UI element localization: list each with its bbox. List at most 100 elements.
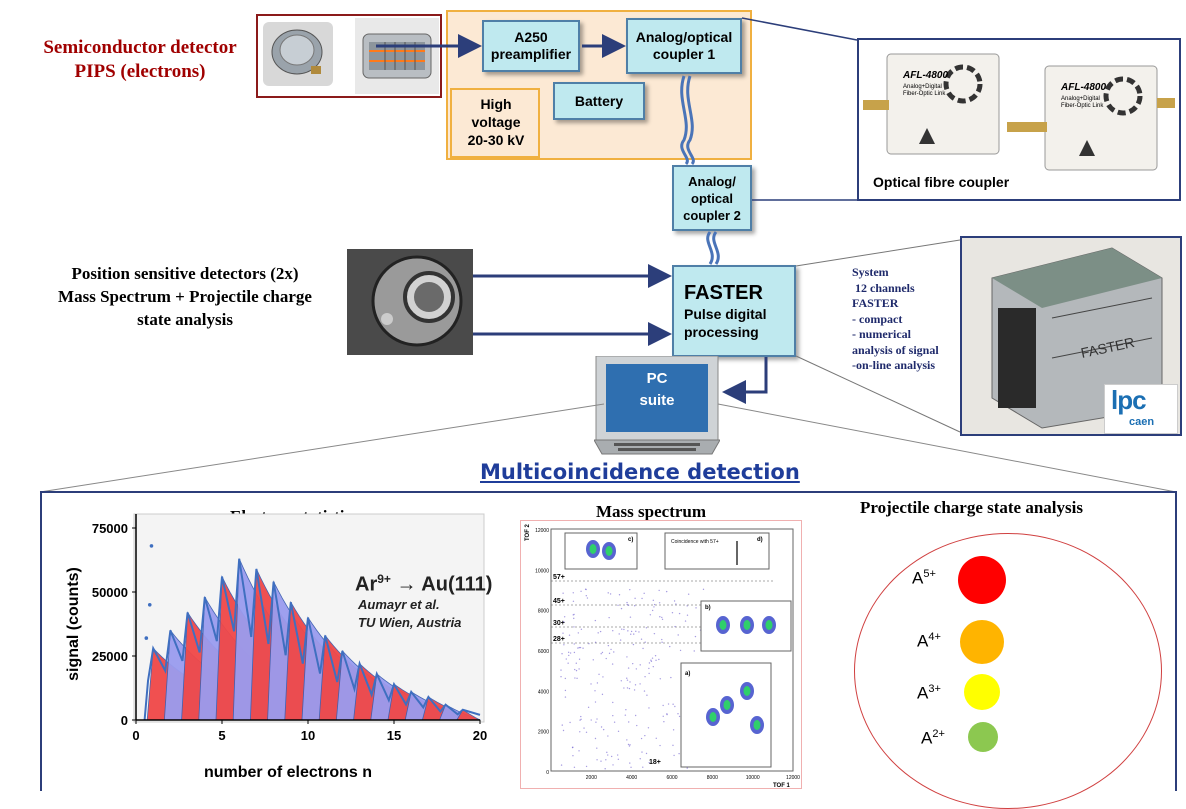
mass-scatter-point xyxy=(630,633,632,635)
fibre-cable xyxy=(680,75,689,166)
mass-scatter-point xyxy=(594,690,596,692)
mass-scatter-point xyxy=(585,731,588,733)
mass-scatter-point xyxy=(633,605,636,607)
mass-scatter-point xyxy=(639,664,641,666)
mass-scatter-point xyxy=(639,683,641,685)
mass-scatter-point xyxy=(573,617,575,620)
callout-line xyxy=(795,239,961,267)
semiconductor-line1: Semiconductor detector xyxy=(43,37,237,58)
mass-scatter-point xyxy=(645,627,648,629)
optical-coupler-frame: AFL-4800 AFL-4800 Analog+Digital Fiber-O… xyxy=(857,38,1181,201)
outlier-point xyxy=(144,636,149,640)
psd-line3: state analysis xyxy=(137,310,233,329)
x-tick-label: 10 xyxy=(301,728,315,743)
reference-label: Aumayr et al. TU Wien, Austria xyxy=(358,566,498,632)
mass-scatter-point xyxy=(643,690,646,692)
mass-scatter-point xyxy=(578,658,581,660)
mass-scatter-point xyxy=(640,638,643,640)
mass-scatter-point xyxy=(580,590,582,592)
mass-scatter-point xyxy=(686,605,688,607)
system-notes: System 12 channels FASTER - compact - nu… xyxy=(852,265,939,374)
callout-line xyxy=(717,403,1177,493)
mass-scatter-point xyxy=(585,595,588,597)
mass-scatter-point xyxy=(564,696,567,698)
mass-scatter-point xyxy=(658,658,660,661)
mass-scatter-point xyxy=(567,662,569,664)
x-tick-label: 0 xyxy=(132,728,139,743)
semiconductor-line2: PIPS (electrons) xyxy=(74,61,206,82)
mass-scatter-point xyxy=(627,667,630,669)
density-core xyxy=(753,720,761,730)
mass-scatter-point xyxy=(608,652,611,655)
mass-scatter-point xyxy=(563,644,565,646)
mass-scatter-point xyxy=(605,657,607,660)
mass-scatter-point xyxy=(568,634,571,636)
mass-scatter-point xyxy=(627,604,630,606)
inset-b-label: b) xyxy=(705,605,711,611)
mass-scatter-point xyxy=(641,751,643,753)
lpc-logo: lpc caen xyxy=(1104,384,1178,434)
mass-scatter-point xyxy=(601,693,604,696)
fibre-cable xyxy=(686,75,695,166)
mass-scatter-point xyxy=(561,724,563,726)
mass-scatter-point xyxy=(654,655,657,657)
mass-scatter-point xyxy=(625,708,627,711)
mass-scatter-point xyxy=(651,657,654,659)
mass-scatter-point xyxy=(650,659,652,661)
mass-scatter-point xyxy=(594,641,597,643)
mass-scatter-point xyxy=(678,612,681,615)
mass-scatter-point xyxy=(635,668,638,670)
mass-scatter-point xyxy=(613,721,616,723)
callout-line xyxy=(795,355,961,433)
mass-y-tick-label: 8000 xyxy=(538,609,549,615)
inset-c-frame xyxy=(564,532,638,570)
faster-box: FASTER Pulse digital processing xyxy=(672,265,796,357)
mass-scatter-point xyxy=(673,600,676,602)
mass-scatter-point xyxy=(607,754,609,756)
mass-x-tick-label: 12000 xyxy=(786,775,800,781)
mass-scatter-point xyxy=(629,616,632,618)
y-tick-label: 50000 xyxy=(92,585,128,600)
mass-scatter-point xyxy=(578,750,580,752)
charge-state-sup: 3+ xyxy=(928,683,941,695)
charge-state-dot xyxy=(968,722,998,752)
charge-state-label: A4+ xyxy=(917,631,941,652)
mass-scatter-point xyxy=(578,646,581,649)
pc-laptop: PC suite xyxy=(593,355,721,456)
mass-scatter-point xyxy=(642,766,644,768)
mass-scatter-point xyxy=(569,721,571,724)
mass-scatter-point xyxy=(617,604,619,606)
mass-scatter-point xyxy=(572,755,574,757)
mass-scatter-point xyxy=(562,632,564,634)
mass-scatter-point xyxy=(571,746,574,749)
mass-scatter-point xyxy=(626,687,629,689)
coupler2-box: Analog/ optical coupler 2 xyxy=(672,165,752,231)
mass-scatter-point xyxy=(659,744,661,747)
semiconductor-label: Semiconductor detector PIPS (electrons) xyxy=(20,36,260,84)
mass-scatter-point xyxy=(588,643,590,645)
mass-scatter-point xyxy=(597,632,599,634)
mass-scatter-point xyxy=(560,675,562,678)
mass-scatter-point xyxy=(652,599,655,602)
mass-scatter-point xyxy=(695,607,697,609)
mass-scatter-point xyxy=(619,639,622,641)
mass-scatter-point xyxy=(580,628,583,630)
mass-scatter-point xyxy=(634,714,637,717)
mass-scatter-point xyxy=(653,632,656,635)
mass-scatter-point xyxy=(623,687,625,689)
mass-scatter-point xyxy=(618,594,621,596)
charge-state-sup: 5+ xyxy=(923,568,936,580)
density-core xyxy=(723,700,731,710)
mass-y-axis-label: TOF 2 xyxy=(525,523,531,541)
mass-scatter-point xyxy=(572,592,574,594)
psd-photo xyxy=(347,249,473,355)
mass-scatter-point xyxy=(663,721,665,723)
multicoincidence-title: Multicoincidence detection xyxy=(480,460,800,484)
mass-scatter-point xyxy=(572,600,575,603)
mass-scatter-point xyxy=(610,755,613,758)
pc-label: PC suite xyxy=(639,370,675,409)
mass-scatter-point xyxy=(564,689,567,692)
mass-scatter-point xyxy=(640,737,643,740)
